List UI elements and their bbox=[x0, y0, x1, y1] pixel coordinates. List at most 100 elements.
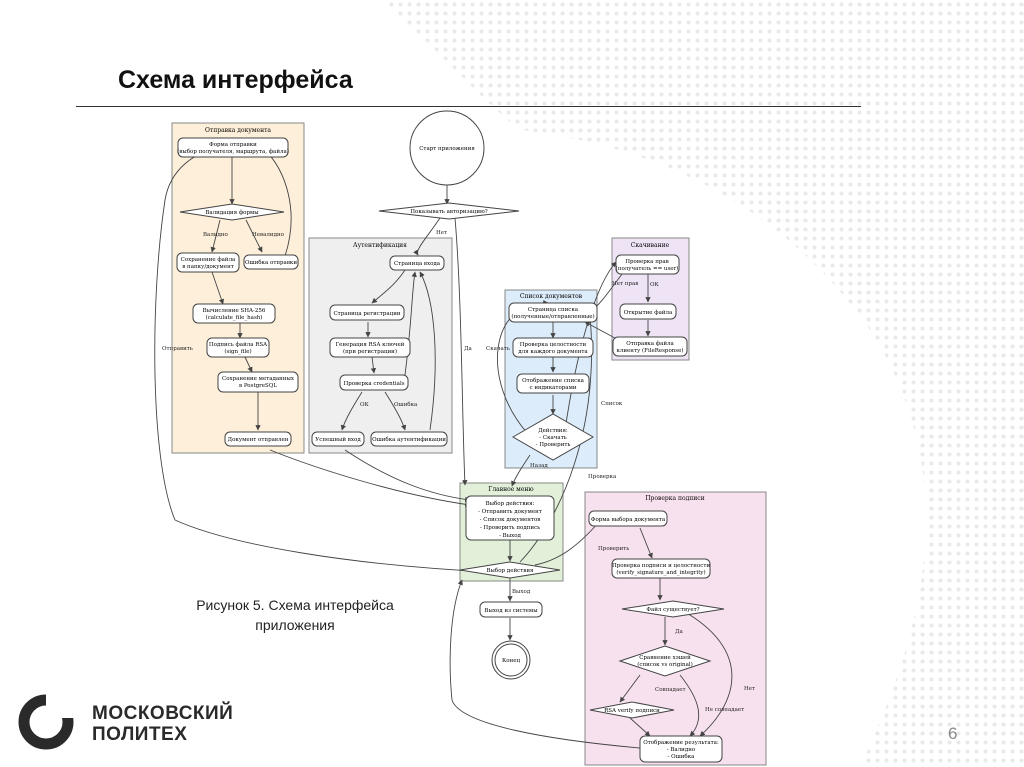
svg-text:Документ отправлен: Документ отправлен bbox=[228, 437, 289, 443]
svg-text:Выбор действия: Выбор действия bbox=[487, 567, 535, 574]
svg-text:Вычисление SHA-256: Вычисление SHA-256 bbox=[203, 308, 266, 314]
edge-label: Да bbox=[675, 629, 683, 635]
cluster-label: Отправка документа bbox=[205, 127, 271, 134]
background-dot-arc bbox=[380, 0, 1024, 767]
node-verify-check: Проверка подписи и целостности (verify_s… bbox=[611, 558, 711, 579]
edge bbox=[344, 449, 471, 503]
svg-text:Успешный вход: Успешный вход bbox=[315, 437, 361, 443]
svg-text:в PostgreSQL: в PostgreSQL bbox=[239, 383, 277, 389]
edge-label: Да bbox=[464, 346, 472, 352]
title-divider bbox=[76, 106, 861, 107]
edge-label: Проверить bbox=[598, 546, 629, 552]
logo-line: ПОЛИТЕХ bbox=[92, 724, 188, 745]
svg-text:- Список документов: - Список документов bbox=[480, 517, 541, 523]
svg-text:Страница входа: Страница входа bbox=[394, 261, 441, 267]
edge-label: Ошибка bbox=[394, 401, 418, 408]
caption-line: Рисунок 5. Схема интерфейса bbox=[196, 597, 394, 613]
caption-line: приложения bbox=[255, 617, 335, 633]
edge-label: Совпадает bbox=[655, 687, 686, 693]
svg-text:Отправка файла: Отправка файла bbox=[626, 340, 674, 347]
edge-labels: Валидно Невалидно Отправить Нет Да ОК Ош… bbox=[162, 230, 755, 713]
svg-text:- Ошибка: - Ошибка bbox=[668, 753, 696, 760]
svg-text:Проверка целостности: Проверка целостности bbox=[520, 342, 587, 348]
svg-text:Выход из системы: Выход из системы bbox=[484, 608, 538, 614]
svg-text:Проверка credentials: Проверка credentials bbox=[343, 381, 404, 387]
node-send-sha: Вычисление SHA-256 (calculate_file_hash) bbox=[192, 303, 276, 324]
svg-text:Форма выбора документа: Форма выбора документа bbox=[591, 516, 666, 523]
svg-text:Открытие файла: Открытие файла bbox=[624, 309, 673, 316]
node-show-auth-decision: Показывать авторизацию? bbox=[378, 202, 520, 220]
svg-text:(список vs original): (список vs original) bbox=[637, 661, 693, 668]
svg-text:Выбор действия:: Выбор действия: bbox=[486, 500, 535, 507]
edge bbox=[629, 717, 651, 737]
node-list-show: Отображение списка с индикаторами bbox=[516, 373, 590, 394]
svg-text:- Проверить подпись: - Проверить подпись bbox=[480, 525, 540, 531]
node-verify-rsa: RSA verify подписи bbox=[589, 701, 675, 719]
cluster-label: Список документов bbox=[520, 293, 583, 300]
node-verify-form: Форма выбора документа bbox=[588, 510, 668, 527]
svg-text:(полученные/отправленные): (полученные/отправленные) bbox=[511, 313, 594, 320]
svg-text:Сравнение хэшей: Сравнение хэшей bbox=[639, 655, 691, 661]
node-auth-keys: Генерация RSA ключей (при регистрации) bbox=[329, 337, 411, 358]
edge bbox=[679, 674, 700, 737]
node-main-choice-decision: Выбор действия bbox=[459, 561, 561, 579]
svg-text:(при регистрации): (при регистрации) bbox=[343, 348, 397, 355]
node-send-error: Ошибка отправки bbox=[243, 254, 299, 270]
svg-text:(verify_signature_and_integrit: (verify_signature_and_integrity) bbox=[616, 569, 705, 576]
edge-label: Нет прав bbox=[612, 281, 638, 287]
node-list-check: Проверка целостности для каждого докумен… bbox=[512, 337, 594, 358]
svg-text:Форма отправки: Форма отправки bbox=[209, 142, 257, 148]
edge bbox=[269, 449, 471, 507]
svg-text:Файл существует?: Файл существует? bbox=[646, 607, 699, 613]
edge bbox=[370, 356, 377, 374]
svg-text:(выбор получателя, маршрута, ф: (выбор получателя, маршрута, файла) bbox=[177, 148, 289, 155]
node-send-done: Документ отправлен bbox=[224, 431, 292, 447]
cluster-label: Скачивание bbox=[631, 242, 670, 249]
cluster-label: Аутентификация bbox=[353, 242, 407, 249]
svg-text:Проверка прав: Проверка прав bbox=[625, 259, 669, 265]
svg-text:Валидация формы: Валидация формы bbox=[205, 209, 259, 216]
edge-label: Валидно bbox=[203, 232, 229, 238]
node-auth-error: Ошибка аутентификации bbox=[370, 431, 448, 447]
edge bbox=[154, 147, 491, 573]
edge bbox=[619, 674, 641, 703]
moscow-polytech-logo-icon bbox=[18, 694, 74, 750]
node-auth-register: Страница регистрации bbox=[329, 304, 405, 321]
node-send-validate: Валидация формы bbox=[179, 203, 285, 221]
edge-label: Скачать bbox=[486, 346, 510, 352]
node-start: Старт приложения bbox=[409, 110, 485, 186]
svg-text:для каждого документа: для каждого документа bbox=[518, 349, 588, 355]
node-auth-check: Проверка credentials bbox=[339, 374, 409, 391]
svg-text:Страница регистрации: Страница регистрации bbox=[333, 311, 400, 317]
node-send-sign: Подпись файла RSA (sign_file) bbox=[206, 337, 270, 358]
node-auth-login: Страница входа bbox=[389, 255, 445, 271]
node-download-check: Проверка прав (получатель == user) bbox=[615, 254, 680, 275]
svg-text:(sign_file): (sign_file) bbox=[224, 348, 251, 355]
edge bbox=[340, 391, 363, 431]
svg-text:RSA verify подписи: RSA verify подписи bbox=[604, 708, 660, 714]
edge-label: ОК bbox=[360, 402, 370, 408]
edge bbox=[404, 271, 417, 376]
cluster-send-document: Отправка документа bbox=[171, 122, 305, 454]
slide-title: Схема интерфейса bbox=[118, 66, 353, 94]
svg-text:Действия:: Действия: bbox=[538, 428, 568, 434]
page-number: 6 bbox=[948, 724, 958, 743]
figure-caption: Рисунок 5. Схема интерфейса приложения bbox=[170, 595, 420, 635]
svg-text:Конец: Конец bbox=[502, 658, 520, 664]
node-verify-result: Отображение результата: - Валидно - Ошиб… bbox=[639, 735, 723, 763]
svg-text:в папку/документ: в папку/документ bbox=[182, 264, 234, 270]
node-end: Конец bbox=[491, 640, 531, 680]
cluster-label: Проверка подписи bbox=[645, 495, 704, 502]
edge-label: ОК bbox=[650, 282, 660, 288]
edge bbox=[639, 527, 653, 559]
edge bbox=[449, 579, 641, 749]
edge-label: Нет bbox=[436, 230, 447, 236]
node-send-form: Форма отправки (выбор получателя, маршру… bbox=[177, 137, 289, 158]
svg-text:Подпись файла RSA: Подпись файла RSA bbox=[209, 341, 268, 348]
edge bbox=[419, 271, 436, 431]
node-list-action-decision: Действия: - Скачать - Проверить bbox=[511, 413, 595, 461]
svg-text:(calculate_file_hash): (calculate_file_hash) bbox=[206, 314, 263, 321]
svg-text:Сохранение файла: Сохранение файла bbox=[181, 256, 236, 263]
edge bbox=[371, 269, 406, 304]
